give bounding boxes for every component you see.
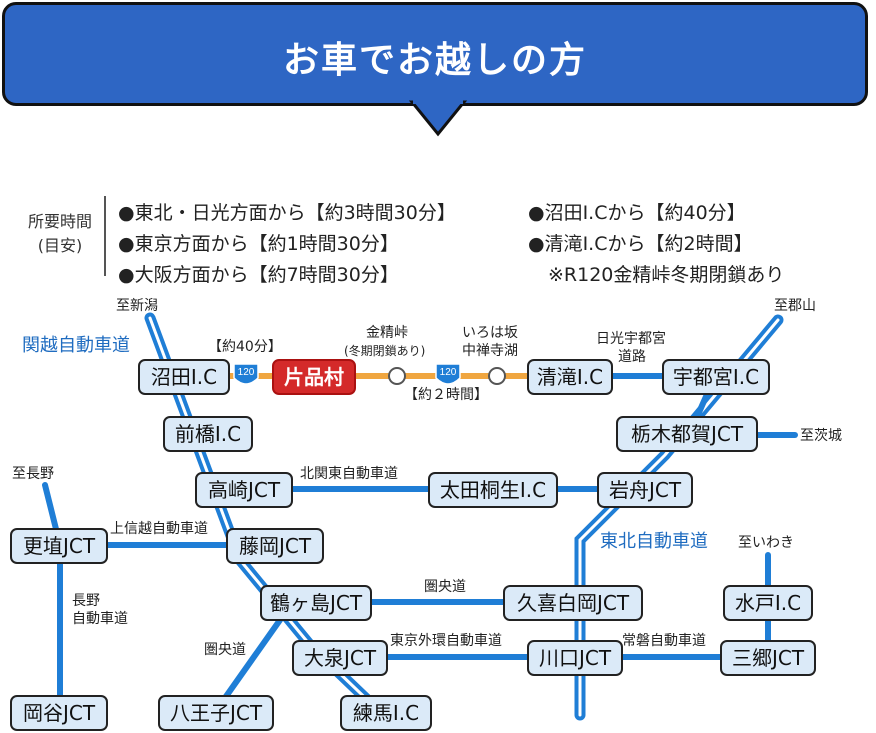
node-tsurugashima-jct: 鶴ヶ島JCT	[260, 585, 372, 621]
label-ken-o-do-south: 圏央道	[204, 642, 246, 658]
label-approx-40min: 【約40分】	[208, 339, 282, 355]
banner-title: お車でお越しの方	[282, 40, 587, 81]
node-kawaguchi-jct: 川口JCT	[527, 640, 623, 676]
node-nerima-ic: 練馬I.C	[340, 695, 432, 731]
label-to-niigata: 至新潟	[116, 298, 158, 314]
node-koshoku-jct: 更埴JCT	[10, 528, 108, 564]
node-hachioji-jct: 八王子JCT	[158, 695, 274, 731]
node-tochigitsuga-jct: 栃木都賀JCT	[616, 416, 758, 452]
label-kanetsu-expressway: 関越自動車道	[22, 335, 130, 356]
label-nagano-expressway-1: 長野	[72, 593, 100, 609]
label-irohazaka: いろは坂	[462, 325, 518, 341]
label-chuzenjiko: 中禅寺湖	[462, 343, 518, 359]
info-left-3: ●大阪方面から【約7時間30分】	[118, 264, 399, 286]
node-kiyotaki-ic: 清滝I.C	[527, 359, 613, 395]
node-ooizumi-jct: 大泉JCT	[292, 640, 388, 676]
label-to-koriyama: 至郡山	[774, 298, 816, 314]
node-ootakiryu-ic: 太田桐生I.C	[428, 472, 558, 508]
node-katashina-village: 片品村	[272, 359, 356, 395]
info-left-2: ●東京方面から【約1時間30分】	[118, 233, 399, 255]
label-tohoku-expressway: 東北自動車道	[600, 531, 708, 552]
nagano-line	[42, 482, 63, 713]
node-maebashi-ic: 前橋I.C	[163, 416, 253, 452]
travel-time-label-line1: 所要時間	[27, 212, 92, 231]
label-konseitoge-winter-closure: (冬期閉鎖あり)	[344, 344, 426, 358]
travel-time-label-line2: (目安)	[37, 236, 83, 255]
label-to-ibaraki: 至茨城	[800, 428, 842, 444]
label-nagano-expressway-2: 自動車道	[72, 611, 128, 627]
label-gaikan-expressway: 東京外環自動車道	[390, 633, 502, 649]
node-mito-ic: 水戸I.C	[723, 585, 813, 621]
label-ken-o-do-east: 圏央道	[424, 579, 466, 595]
node-fujioka-jct: 藤岡JCT	[226, 528, 324, 564]
label-kitakanto-expressway: 北関東自動車道	[300, 466, 398, 482]
info-right-3: ※R120金精峠冬期閉鎖あり	[548, 264, 785, 286]
node-iwafune-jct: 岩舟JCT	[597, 472, 693, 508]
node-misato-jct: 三郷JCT	[720, 640, 816, 676]
route120-shield-1-text: 120	[238, 367, 255, 378]
node-takasaki-jct: 高崎JCT	[195, 472, 293, 508]
node-numata-ic: 沼田I.C	[138, 359, 230, 395]
node-okaya-jct: 岡谷JCT	[10, 695, 108, 731]
label-nikko-utsunomiya-road-2: 道路	[618, 349, 646, 365]
label-joban-expressway: 常磐自動車道	[622, 633, 706, 649]
info-divider	[104, 196, 106, 276]
banner-tail	[408, 96, 468, 137]
label-joshinetsu-expressway: 上信越自動車道	[110, 521, 208, 537]
route120-shield-2-text: 120	[440, 367, 457, 378]
irohazaka-marker	[488, 367, 506, 385]
route120-shield-1: 120	[233, 363, 259, 385]
label-konseitoge: 金精峠	[366, 325, 408, 341]
route120-shield-2: 120	[435, 363, 461, 385]
node-utsunomiya-ic: 宇都宮I.C	[662, 359, 770, 395]
travel-time-label: 所要時間 (目安)	[18, 210, 102, 258]
label-nikko-utsunomiya-road-1: 日光宇都宮	[596, 331, 666, 347]
konseitoge-marker	[388, 367, 406, 385]
label-approx-2h: 【約２時間】	[404, 387, 488, 403]
info-right-2: ●清滝I.Cから【約2時間】	[528, 233, 753, 255]
title-banner: お車でお越しの方	[2, 2, 868, 106]
info-left-1: ●東北・日光方面から【約3時間30分】	[118, 202, 456, 224]
info-right-1: ●沼田I.Cから【約40分】	[528, 202, 746, 224]
label-to-nagano: 至長野	[12, 466, 54, 482]
node-kukishiraoka-jct: 久喜白岡JCT	[503, 585, 643, 621]
label-to-iwaki: 至いわき	[738, 535, 794, 551]
